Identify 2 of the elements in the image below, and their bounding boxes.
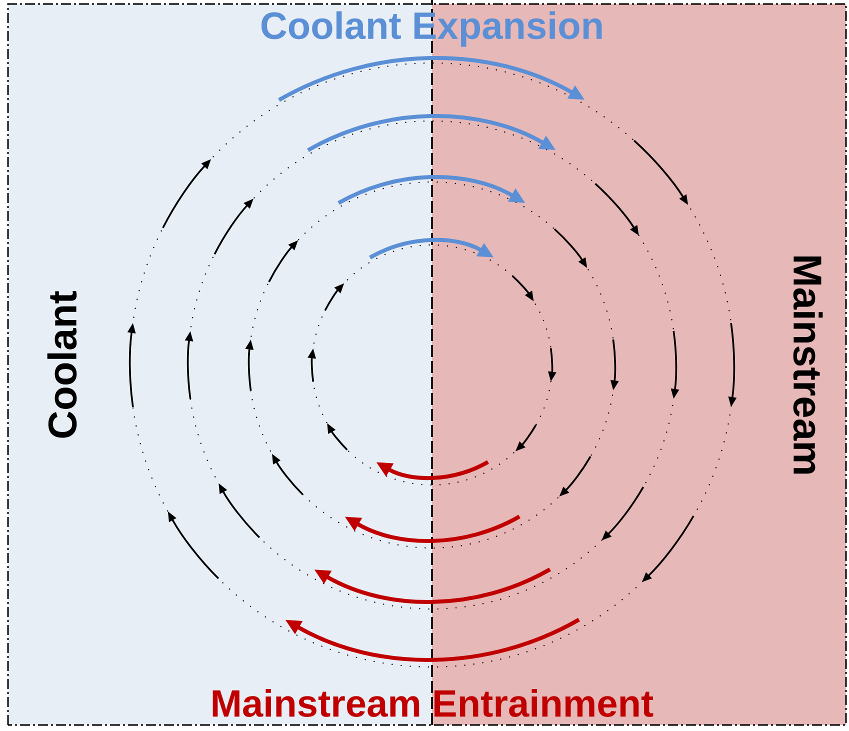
heading: Mainstream Entrainment: [212, 689, 654, 717]
heading: Coolant Expansion: [262, 11, 602, 47]
